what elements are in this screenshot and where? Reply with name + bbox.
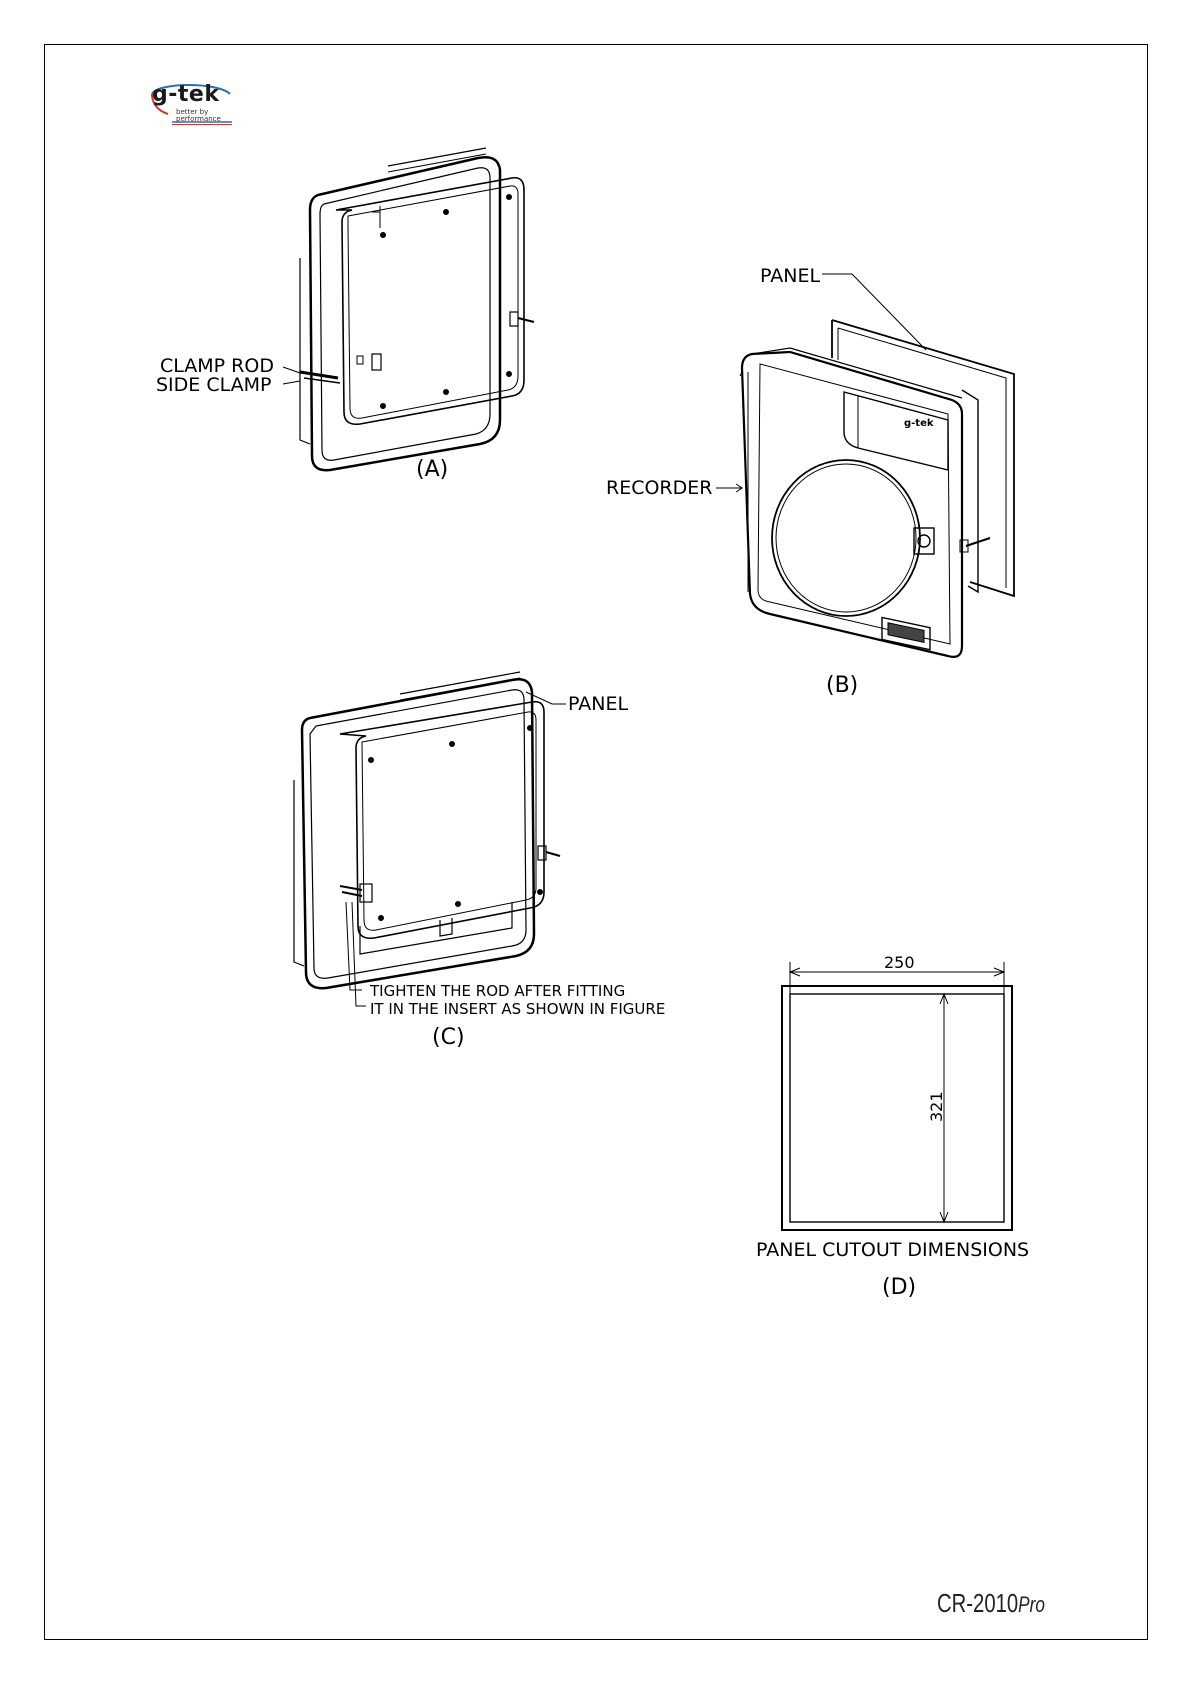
caption-figure-a: (A) (416, 457, 448, 482)
caption-figure-c: (C) (432, 1025, 465, 1050)
label-side-clamp: SIDE CLAMP (156, 374, 271, 396)
label-panel-c: PANEL (568, 693, 628, 715)
model-suffix: Pro (1018, 1592, 1045, 1617)
label-recorder: RECORDER (606, 477, 712, 499)
dimension-height: 321 (927, 1091, 946, 1122)
label-panel-b: PANEL (760, 265, 820, 287)
figure-b-drawing: g-tek (716, 274, 1014, 657)
note-line-2: IT IN THE INSERT AS SHOWN IN FIGURE (370, 1000, 665, 1018)
note-line-1: TIGHTEN THE ROD AFTER FITTING (369, 982, 625, 1000)
figure-c-drawing (294, 672, 566, 1006)
caption-figure-d: (D) (882, 1275, 916, 1300)
caption-figure-b: (B) (826, 673, 858, 698)
svg-text:g-tek: g-tek (904, 418, 934, 429)
figure-a-drawing (283, 148, 534, 470)
dimension-width: 250 (884, 953, 915, 972)
model-name: CR-2010 (937, 1588, 1018, 1618)
figure-d-title: PANEL CUTOUT DIMENSIONS (756, 1239, 1029, 1261)
figure-d-drawing (782, 962, 1012, 1230)
model-number: CR-2010Pro (937, 1588, 1045, 1619)
